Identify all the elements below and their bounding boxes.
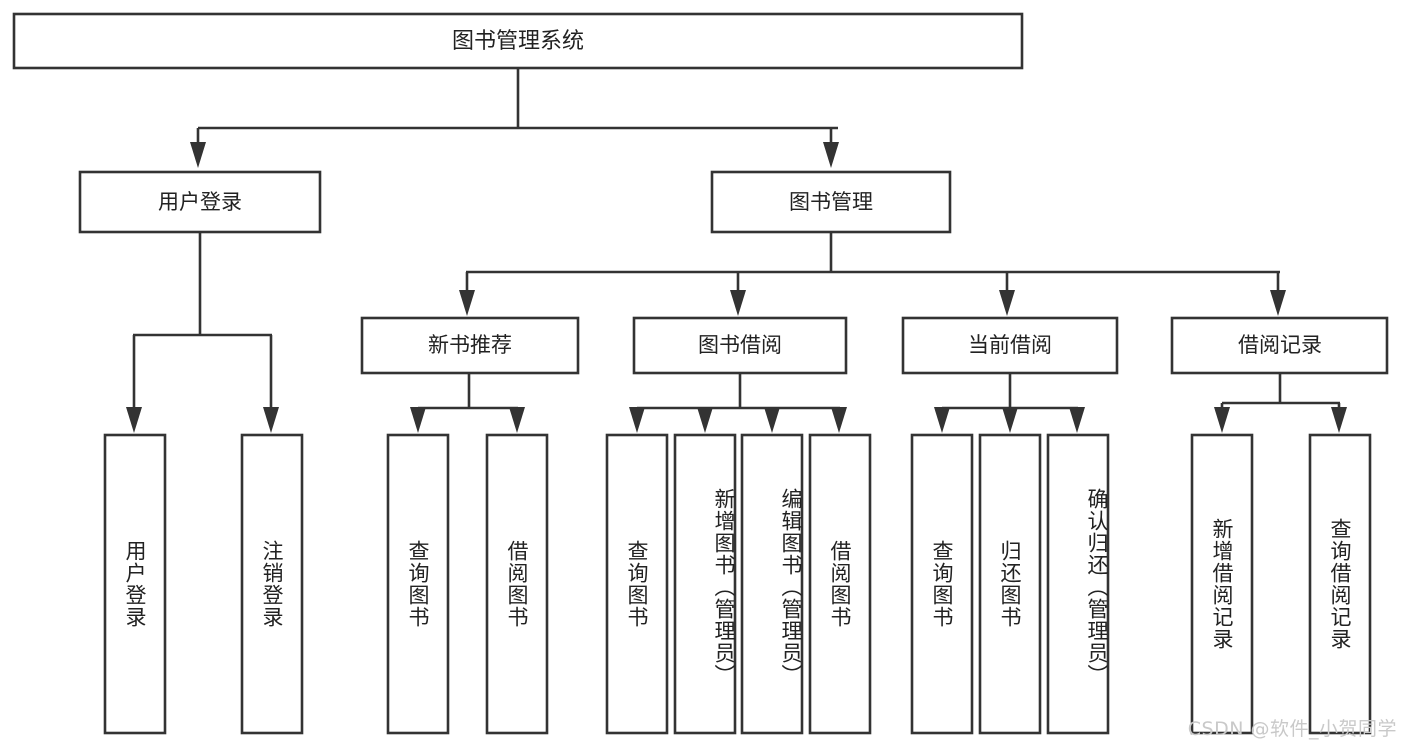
node-new-book-recommend-box[interactable]: [360, 316, 580, 375]
node-book-borrow-box[interactable]: [632, 316, 848, 375]
node-user-login[interactable]: 用户登录: [78, 170, 322, 234]
node-current-borrow[interactable]: 当前借阅: [901, 316, 1119, 375]
arrow-head-borrow-record-to-leaf-2: [1331, 407, 1347, 433]
node-borrow-record-box[interactable]: [1170, 316, 1389, 375]
leaf-box-query-book-borrow[interactable]: [605, 433, 669, 735]
node-user-login-label: 用户登录: [158, 190, 242, 214]
arrow-head-current-borrow-to-leaf-1: [934, 407, 950, 433]
node-book-borrow[interactable]: 图书借阅: [632, 316, 848, 375]
leaf-box-user-login[interactable]: [103, 433, 167, 735]
node-current-borrow-box[interactable]: [901, 316, 1119, 375]
leaf-box-query-book-new[interactable]: [386, 433, 450, 735]
arrow-head-book-borrow-to-leaf-1: [629, 407, 645, 433]
node-root-box[interactable]: [12, 12, 1024, 70]
arrow-head-borrow-record-to-leaf-1: [1214, 407, 1230, 433]
node-new-book-recommend-label: 新书推荐: [428, 333, 512, 357]
arrow-head-user-login-to-leaf-2: [263, 407, 279, 433]
edge-group-book-borrow-to-leaves: [629, 373, 847, 433]
node-current-borrow-label: 当前借阅: [968, 333, 1052, 357]
leaf-box-borrow-book-new[interactable]: [485, 433, 549, 735]
edge-group-current-borrow-to-leaves: [934, 373, 1085, 433]
node-user-login-box[interactable]: [78, 170, 322, 234]
node-book-borrow-label: 图书借阅: [698, 333, 782, 357]
leaf-box-return-book[interactable]: [978, 433, 1042, 735]
arrow-head-current-borrow-to-leaf-3: [1069, 407, 1085, 433]
arrow-head-user-login-to-leaf-1: [126, 407, 142, 433]
edge-group-root-to-modules: [190, 68, 839, 168]
node-new-book-recommend[interactable]: 新书推荐: [360, 316, 580, 375]
leaf-box-confirm-return-admin[interactable]: [1046, 433, 1110, 735]
arrow-head-book-mgmt-to-sub-2: [730, 290, 746, 316]
arrow-head-current-borrow-to-leaf-2: [1002, 407, 1018, 433]
watermark-text: CSDN @软件_小贺同学: [1187, 718, 1397, 740]
arrow-head-book-borrow-to-leaf-2: [697, 407, 713, 433]
node-borrow-record-label: 借阅记录: [1238, 333, 1322, 357]
leaf-box-add-book-admin[interactable]: [673, 433, 737, 735]
leaf-box-edit-book-admin[interactable]: [740, 433, 804, 735]
arrow-head-book-borrow-to-leaf-3: [764, 407, 780, 433]
leaf-box-logout-login[interactable]: [240, 433, 304, 735]
node-root-label: 图书管理系统: [452, 29, 584, 54]
leaf-box-query-book-current[interactable]: [910, 433, 974, 735]
arrow-head-book-borrow-to-leaf-4: [831, 407, 847, 433]
leaf-box-group: [103, 433, 1372, 735]
arrow-head-book-mgmt-to-sub-1: [459, 290, 475, 316]
node-root[interactable]: 图书管理系统: [12, 12, 1024, 70]
arrow-head-book-mgmt-to-sub-4: [1270, 290, 1286, 316]
leaf-box-add-borrow-record[interactable]: [1190, 433, 1254, 735]
leaf-box-borrow-book[interactable]: [808, 433, 872, 735]
node-book-management-label: 图书管理: [789, 190, 873, 214]
node-book-management-box[interactable]: [710, 170, 952, 234]
leaf-box-query-borrow-record[interactable]: [1308, 433, 1372, 735]
arrow-head-new-book-to-leaf-2: [509, 407, 525, 433]
arrow-head-root-to-book-mgmt: [823, 142, 839, 168]
arrow-head-new-book-to-leaf-1: [410, 407, 426, 433]
node-borrow-record[interactable]: 借阅记录: [1170, 316, 1389, 375]
edge-group-user-login-to-leaves: [126, 232, 279, 433]
edge-group-new-book-to-leaves: [410, 373, 525, 433]
arrow-head-book-mgmt-to-sub-3: [999, 290, 1015, 316]
edge-group-book-mgmt-to-submodules: [459, 232, 1286, 316]
arrow-head-root-to-user-login: [190, 142, 206, 168]
node-book-management[interactable]: 图书管理: [710, 170, 952, 234]
edge-group-borrow-record-to-leaves: [1214, 373, 1347, 433]
